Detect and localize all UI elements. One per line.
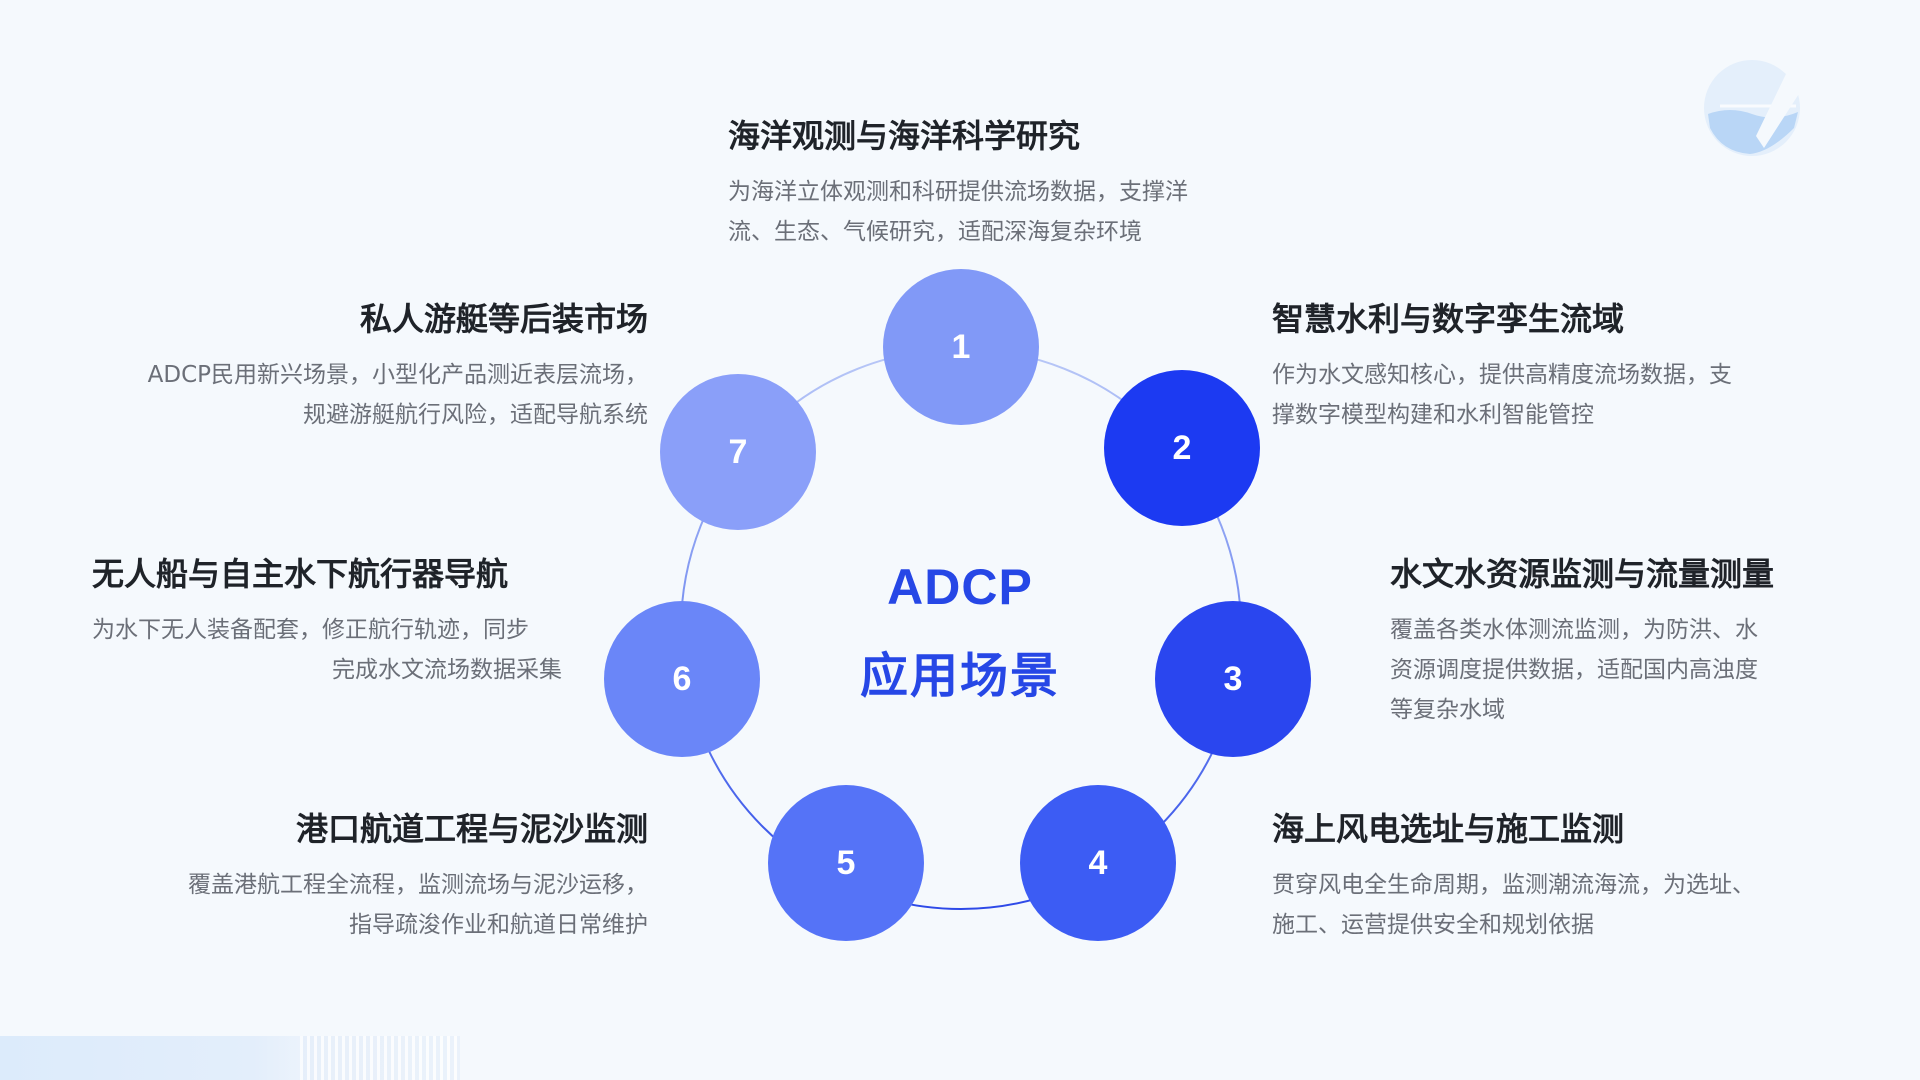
item-1-desc-line-2: 流、生态、气候研究，适配深海复杂环境 <box>728 219 1142 245</box>
item-6-desc-line-1: 为水下无人装备配套，修正航行轨迹，同步 <box>92 617 529 643</box>
center-subtitle: 应用场景 <box>859 648 1060 704</box>
item-7-block: 私人游艇等后装市场 ADCP民用新兴场景，小型化产品测近表层流场， 规避游艇航行… <box>108 299 648 435</box>
node-2[interactable]: 2 <box>1104 370 1260 526</box>
item-4-desc-line-2: 施工、运营提供安全和规划依据 <box>1272 912 1594 938</box>
node-1[interactable]: 1 <box>883 269 1039 425</box>
node-6[interactable]: 6 <box>604 601 760 757</box>
item-6-desc-line-2: 完成水文流场数据采集 <box>332 657 562 683</box>
item-2-title: 智慧水利与数字孪生流域 <box>1272 300 1625 338</box>
decorative-stripes <box>300 1036 460 1080</box>
item-1-title: 海洋观测与海洋科学研究 <box>728 117 1081 155</box>
item-4-title: 海上风电选址与施工监测 <box>1272 810 1625 848</box>
item-6-block: 无人船与自主水下航行器导航 为水下无人装备配套，修正航行轨迹，同步 完成水文流场… <box>92 554 562 690</box>
item-7-title: 私人游艇等后装市场 <box>359 300 648 338</box>
item-4-desc-line-1: 贯穿风电全生命周期，监测潮流海流，为选址、 <box>1272 872 1755 898</box>
item-1-desc-line-1: 为海洋立体观测和科研提供流场数据，支撑洋 <box>728 179 1188 205</box>
logo-watermark-icon <box>1704 60 1804 156</box>
node-7[interactable]: 7 <box>660 374 816 530</box>
item-6-title: 无人船与自主水下航行器导航 <box>92 555 509 593</box>
node-5[interactable]: 5 <box>768 785 924 941</box>
item-3-desc-line-1: 覆盖各类水体测流监测，为防洪、水 <box>1390 617 1758 643</box>
item-3-desc-line-3: 等复杂水域 <box>1390 697 1505 723</box>
item-7-desc-line-2: 规避游艇航行风险，适配导航系统 <box>303 402 648 428</box>
center-title: ADCP <box>887 559 1033 615</box>
item-3-block: 水文水资源监测与流量测量 覆盖各类水体测流监测，为防洪、水 资源调度提供数据，适… <box>1390 554 1790 730</box>
node-4[interactable]: 4 <box>1020 785 1176 941</box>
item-5-desc-line-1: 覆盖港航工程全流程，监测流场与泥沙运移， <box>188 872 648 898</box>
item-5-title: 港口航道工程与泥沙监测 <box>295 810 648 848</box>
item-3-desc-line-2: 资源调度提供数据，适配国内高浊度 <box>1390 657 1758 683</box>
item-2-desc-line-1: 作为水文感知核心，提供高精度流场数据，支 <box>1272 362 1732 388</box>
item-5-desc-line-2: 指导疏浚作业和航道日常维护 <box>349 912 648 938</box>
item-2-block: 智慧水利与数字孪生流域 作为水文感知核心，提供高精度流场数据，支 撑数字模型构建… <box>1272 299 1772 435</box>
item-5-block: 港口航道工程与泥沙监测 覆盖港航工程全流程，监测流场与泥沙运移， 指导疏浚作业和… <box>148 809 648 945</box>
node-3[interactable]: 3 <box>1155 601 1311 757</box>
item-2-desc-line-2: 撑数字模型构建和水利智能管控 <box>1272 402 1594 428</box>
item-1-block: 海洋观测与海洋科学研究 为海洋立体观测和科研提供流场数据，支撑洋 流、生态、气候… <box>728 116 1228 252</box>
item-3-title: 水文水资源监测与流量测量 <box>1390 555 1775 593</box>
item-7-desc-line-1: ADCP民用新兴场景，小型化产品测近表层流场， <box>147 362 648 388</box>
item-4-block: 海上风电选址与施工监测 贯穿风电全生命周期，监测潮流海流，为选址、 施工、运营提… <box>1272 809 1792 945</box>
